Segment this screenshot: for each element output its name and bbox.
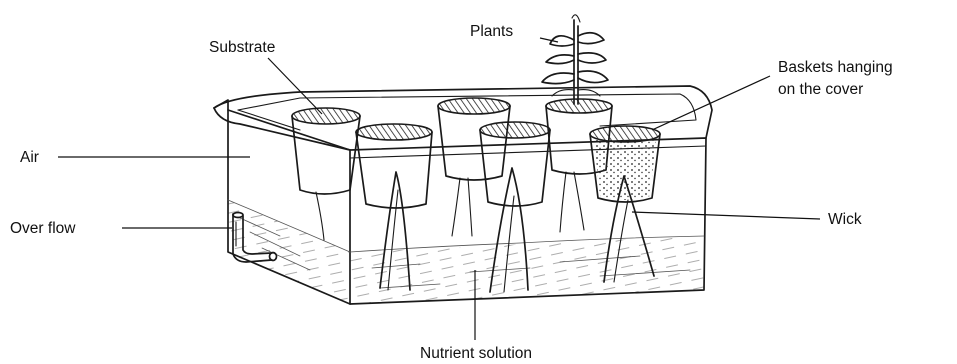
- label-overflow: Over flow: [10, 220, 76, 237]
- label-air: Air: [20, 149, 39, 166]
- basket-front-right: [590, 126, 660, 202]
- label-nutrient-solution: Nutrient solution: [420, 345, 532, 362]
- baskets: [292, 98, 660, 208]
- leader-substrate: [268, 58, 322, 114]
- basket-front-middle: [480, 122, 550, 206]
- labels: Substrate Plants Baskets hanging on the …: [10, 23, 893, 362]
- leader-plants: [540, 38, 558, 42]
- label-substrate: Substrate: [209, 39, 275, 56]
- basket-back-middle: [438, 98, 510, 180]
- nutrient-solution-side: [228, 200, 350, 304]
- label-baskets-line1: Baskets hanging: [778, 59, 893, 76]
- label-baskets-line2: on the cover: [778, 81, 863, 98]
- leader-baskets: [652, 76, 770, 130]
- basket-front-left: [356, 124, 432, 208]
- label-wick: Wick: [828, 211, 862, 228]
- leader-wick: [632, 212, 820, 219]
- label-plants: Plants: [470, 23, 513, 40]
- plant: [542, 15, 608, 104]
